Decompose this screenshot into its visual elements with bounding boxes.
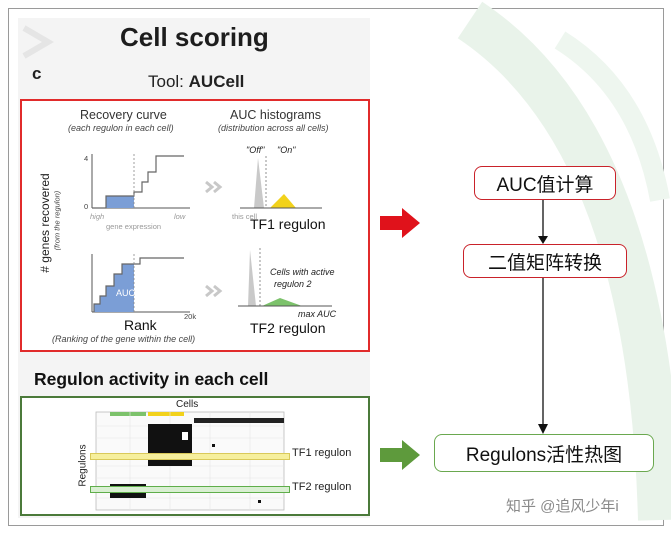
activity-matrix (95, 411, 285, 511)
tick-4: 4 (84, 154, 89, 163)
rank-label: Rank (124, 317, 157, 333)
flow-step-binary: 二值矩阵转换 (463, 244, 627, 278)
tf1-hist-label: TF1 regulon (250, 216, 326, 232)
tf1-matrix-label: TF1 regulon (292, 447, 352, 459)
gene-expression-label: gene expression (106, 222, 162, 231)
x-low-label: low (174, 212, 186, 221)
recovery-subtitle: (each regulon in each cell) (68, 123, 174, 133)
activity-title: Regulon activity in each cell (34, 369, 269, 389)
active-note-2: regulon 2 (274, 279, 312, 289)
panel-letter: c (32, 64, 42, 83)
off-label: "Off" (246, 145, 265, 155)
x-high-label: high (90, 212, 105, 221)
auc-histogram-tf2 (238, 248, 332, 307)
rank-subtitle: (Ranking of the gene within the cell) (52, 334, 196, 344)
flow-step-heatmap: Regulons活性热图 (434, 434, 654, 472)
recovery-curve-top (91, 154, 190, 209)
this-cell-label: this cell (232, 212, 258, 221)
on-label: "On" (277, 145, 296, 155)
recovery-title: Recovery curve (80, 108, 167, 122)
tool-name: AUCell (188, 72, 245, 91)
recovery-ylabel-sub: (from the regulon) (52, 190, 62, 251)
tf2-highlight-bar (90, 486, 290, 493)
recovery-curve-bottom (91, 254, 190, 313)
histogram-subtitle: (distribution across all cells) (218, 123, 329, 133)
flow-connectors (538, 200, 548, 434)
chevron-logo-icon (22, 25, 54, 59)
tool-prefix: Tool: (148, 72, 184, 91)
double-chevron-icon (205, 180, 223, 194)
red-arrow-icon (380, 208, 420, 238)
active-note-1: Cells with active (270, 267, 335, 277)
auc-area-label: AUC (116, 288, 136, 298)
max-auc-label: max AUC (298, 309, 337, 319)
tf1-highlight-bar (90, 453, 290, 460)
tf2-hist-label: TF2 regulon (250, 320, 326, 336)
page-title: Cell scoring (120, 22, 269, 52)
flow-step-auc: AUC值计算 (474, 166, 616, 200)
recovery-ylabel: # genes recovered (38, 173, 52, 273)
tick-20k: 20k (184, 312, 197, 321)
cells-label: Cells (176, 399, 199, 410)
histogram-title: AUC histograms (230, 108, 321, 122)
auc-method-box (20, 99, 370, 352)
tool-line: Tool: AUCell (148, 72, 244, 92)
regulons-label: Regulons (77, 444, 89, 487)
tf2-matrix-label: TF2 regulon (292, 481, 352, 493)
watermark: 知乎 @追风少年i (506, 498, 619, 515)
tick-0: 0 (84, 202, 89, 211)
auc-histogram-tf1 (240, 156, 322, 209)
green-arrow-icon (380, 440, 420, 470)
double-chevron-icon (205, 284, 223, 298)
